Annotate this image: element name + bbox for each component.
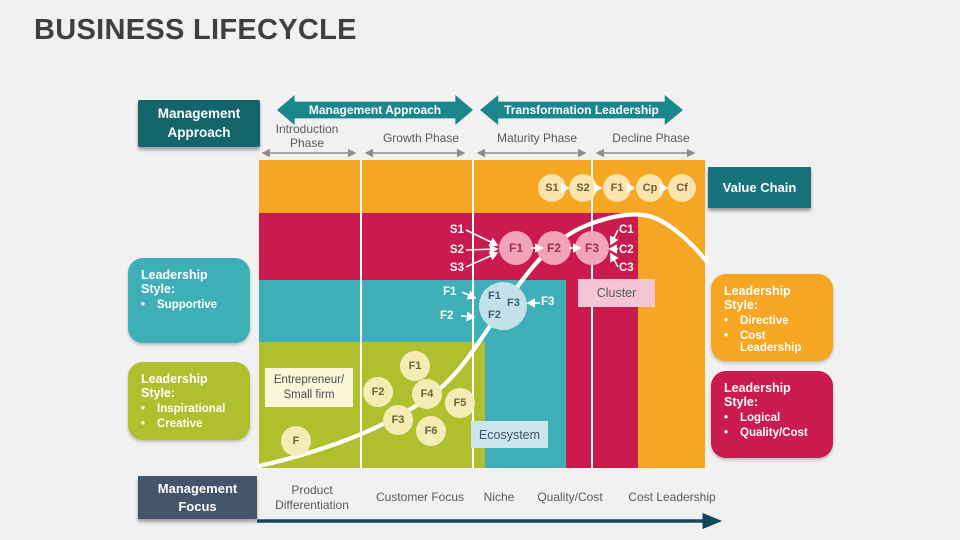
intro-firm-node: F2 (363, 377, 393, 407)
bullet-icon: • (141, 418, 146, 430)
decline-chain-node: Cf (668, 174, 696, 202)
leadership-style-logical-box: Leadership Style: •Logical •Quality/Cost (711, 371, 833, 458)
phase-divider-line (591, 160, 593, 468)
bullet-icon: • (724, 427, 729, 439)
decline-chain-node: F1 (603, 174, 631, 202)
intro-firm-node: F1 (400, 351, 430, 381)
management-approach-box: Management Approach (138, 100, 260, 147)
cluster-firm-node: F1 (499, 231, 533, 265)
leadership-style-inspirational-box: Leadership Style: •Inspirational •Creati… (128, 362, 250, 440)
phase-label-maturity: Maturity Phase (496, 131, 578, 145)
intro-firm-node: F4 (412, 379, 442, 409)
focus-label-customer-focus: Customer Focus (375, 490, 465, 504)
entrepreneur-small-firm-tag: Entrepreneur/ Small firm (265, 368, 353, 407)
cluster-output-label: C2 (619, 244, 634, 256)
management-focus-box: Management Focus (138, 476, 257, 519)
bullet-icon: • (724, 315, 729, 327)
leadership-style-directive-box: Leadership Style: •Directive •Cost Leade… (711, 274, 833, 361)
cluster-input-label: S2 (449, 244, 464, 256)
phase-label-introduction: Introduction Phase (275, 122, 339, 151)
focus-label-quality-cost: Quality/Cost (537, 490, 603, 504)
phase-label-growth: Growth Phase (382, 131, 460, 145)
cluster-firm-node: F3 (575, 231, 609, 265)
focus-label-niche: Niche (483, 490, 515, 504)
growth-firm-label: F1 (443, 286, 457, 298)
intro-firm-node: F3 (383, 405, 413, 435)
cluster-firm-node: F2 (537, 231, 571, 265)
intro-firm-node: F5 (445, 388, 475, 418)
decline-chain-node: Cp (636, 174, 664, 202)
banner-label: Transformation Leadership (504, 103, 659, 117)
value-chain-box: Value Chain (708, 167, 811, 208)
phase-divider-line (360, 160, 362, 468)
bullet-icon: • (724, 330, 729, 342)
decline-chain-node: S2 (569, 174, 597, 202)
cluster-output-label: C3 (619, 262, 634, 274)
bullet-icon: • (724, 412, 729, 424)
banner-label: Management Approach (308, 103, 442, 117)
cluster-tag: Cluster (578, 279, 655, 307)
leadership-style-supportive-box: Leadership Style: •Supportive (128, 258, 250, 343)
growth-merged-firms-circle: F1 F2 F3 (479, 282, 527, 330)
bullet-icon: • (141, 299, 146, 311)
cluster-input-label: S3 (449, 262, 464, 274)
growth-firm-label: F3 (541, 296, 555, 308)
cluster-input-label: S1 (449, 224, 464, 236)
growth-firm-label: F2 (440, 310, 454, 322)
intro-firm-node: F (281, 426, 311, 456)
decline-chain-node: S1 (538, 174, 566, 202)
ecosystem-tag: Ecosystem (471, 421, 548, 448)
phase-label-decline: Decline Phase (612, 131, 690, 145)
intro-firm-node: F6 (416, 416, 446, 446)
focus-label-product-differentiation: Product Differentiation (275, 483, 349, 512)
page-title: BUSINESS LIFECYCLE (34, 14, 357, 46)
bullet-icon: • (141, 403, 146, 415)
cluster-output-label: C1 (619, 224, 634, 236)
focus-label-cost-leadership: Cost Leadership (628, 490, 716, 504)
transformation-leadership-arrow-banner: Transformation Leadership (480, 95, 683, 125)
management-approach-arrow-banner: Management Approach (277, 95, 473, 125)
